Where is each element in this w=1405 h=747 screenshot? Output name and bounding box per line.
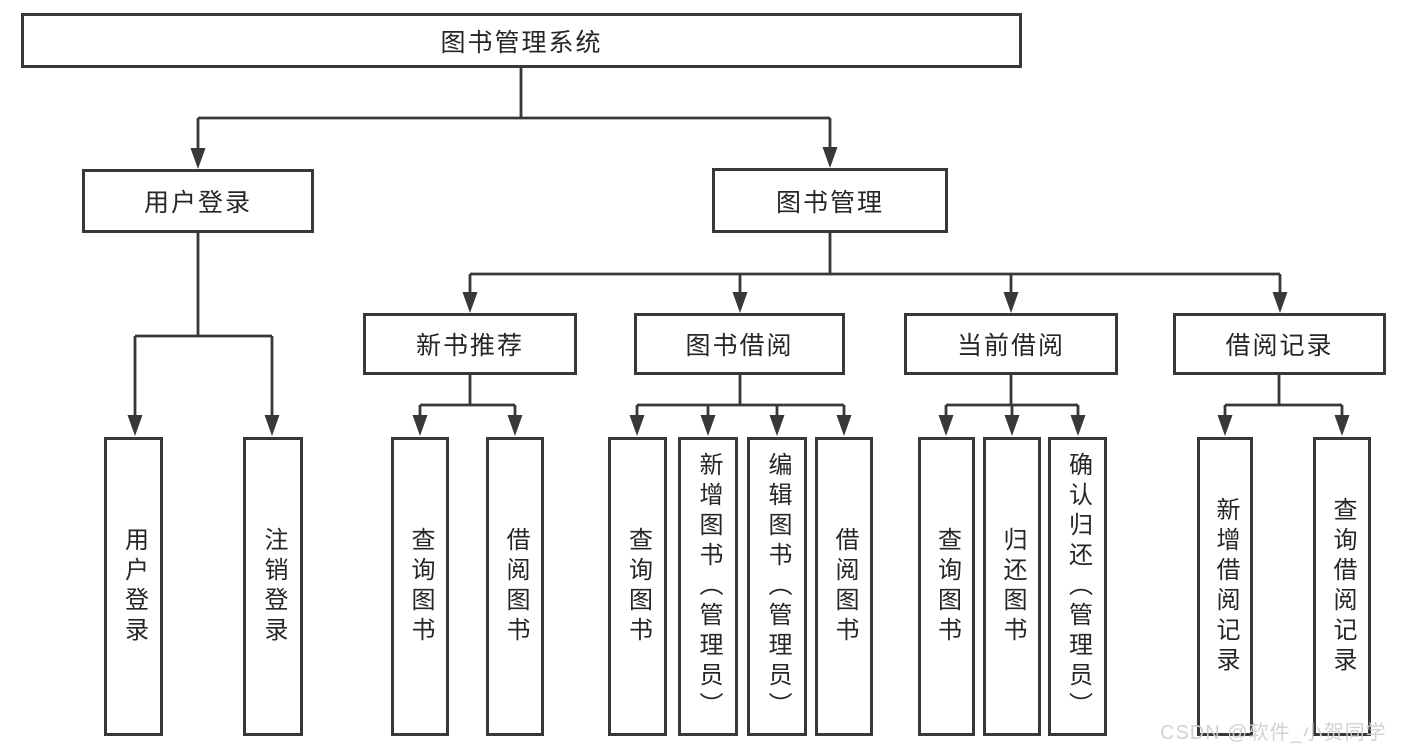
node-borrowing-records: 借阅记录	[1173, 313, 1386, 375]
node-book-borrowing-label: 图书借阅	[685, 332, 794, 360]
leaf-add-book-admin: 新增图书（管理员）	[678, 437, 738, 736]
node-user-login: 用户登录	[82, 169, 314, 233]
node-user-login-label: 用户登录	[143, 189, 252, 217]
leaf-borrow-books-newrec: 借阅图书	[486, 437, 544, 736]
node-book-borrowing: 图书借阅	[634, 313, 845, 375]
leaf-borrow-books-borrow-label: 借阅图书	[831, 526, 858, 647]
leaf-query-borrow-record-label: 查询借阅记录	[1329, 496, 1356, 677]
node-book-management: 图书管理	[712, 168, 948, 233]
leaf-logout-label: 注销登录	[260, 526, 287, 647]
leaf-confirm-return-admin: 确认归还（管理员）	[1048, 437, 1107, 736]
leaf-add-book-admin-label: 新增图书（管理员）	[695, 451, 722, 722]
leaf-return-books: 归还图书	[983, 437, 1041, 736]
node-current-borrowing: 当前借阅	[904, 313, 1118, 375]
leaf-user-login: 用户登录	[104, 437, 163, 736]
leaf-edit-book-admin: 编辑图书（管理员）	[747, 437, 807, 736]
node-new-book-recommend: 新书推荐	[363, 313, 577, 375]
leaf-query-books-current-label: 查询图书	[933, 526, 961, 647]
leaf-add-borrow-record: 新增借阅记录	[1197, 437, 1253, 736]
node-root-label: 图书管理系统	[440, 28, 603, 57]
leaf-borrow-books-borrow: 借阅图书	[815, 437, 873, 736]
leaf-query-books-borrow: 查询图书	[608, 437, 667, 736]
node-new-book-recommend-label: 新书推荐	[415, 332, 524, 360]
arrowheads	[127, 147, 1350, 436]
leaf-query-books-newrec: 查询图书	[391, 437, 449, 736]
leaf-borrow-books-newrec-label: 借阅图书	[502, 526, 529, 647]
leaf-user-login-label: 用户登录	[120, 526, 148, 647]
connector-records-to-leaves	[1223, 375, 1344, 418]
leaf-query-books-current: 查询图书	[918, 437, 975, 736]
connector-mgmt-to-level3	[468, 233, 1282, 294]
node-borrowing-records-label: 借阅记录	[1225, 332, 1334, 360]
leaf-query-borrow-record: 查询借阅记录	[1313, 437, 1371, 736]
connector-root-to-level2	[196, 68, 832, 150]
connector-current-to-leaves	[944, 375, 1080, 418]
node-book-management-label: 图书管理	[775, 188, 884, 217]
csdn-watermark: CSDN @软件_小贺同学	[1160, 722, 1387, 744]
connector-login-to-leaves	[133, 233, 274, 418]
node-current-borrowing-label: 当前借阅	[956, 332, 1065, 360]
connector-borrow-to-leaves	[635, 375, 846, 418]
leaf-query-books-borrow-label: 查询图书	[624, 526, 652, 647]
leaf-confirm-return-admin-label: 确认归还（管理员）	[1064, 451, 1092, 722]
leaf-edit-book-admin-label: 编辑图书（管理员）	[764, 451, 791, 722]
leaf-query-books-newrec-label: 查询图书	[407, 526, 434, 647]
leaf-logout: 注销登录	[243, 437, 303, 736]
node-root: 图书管理系统	[21, 13, 1022, 68]
leaf-add-borrow-record-label: 新增借阅记录	[1212, 496, 1239, 677]
connector-newrec-to-leaves	[418, 375, 517, 418]
leaf-return-books-label: 归还图书	[999, 526, 1026, 647]
